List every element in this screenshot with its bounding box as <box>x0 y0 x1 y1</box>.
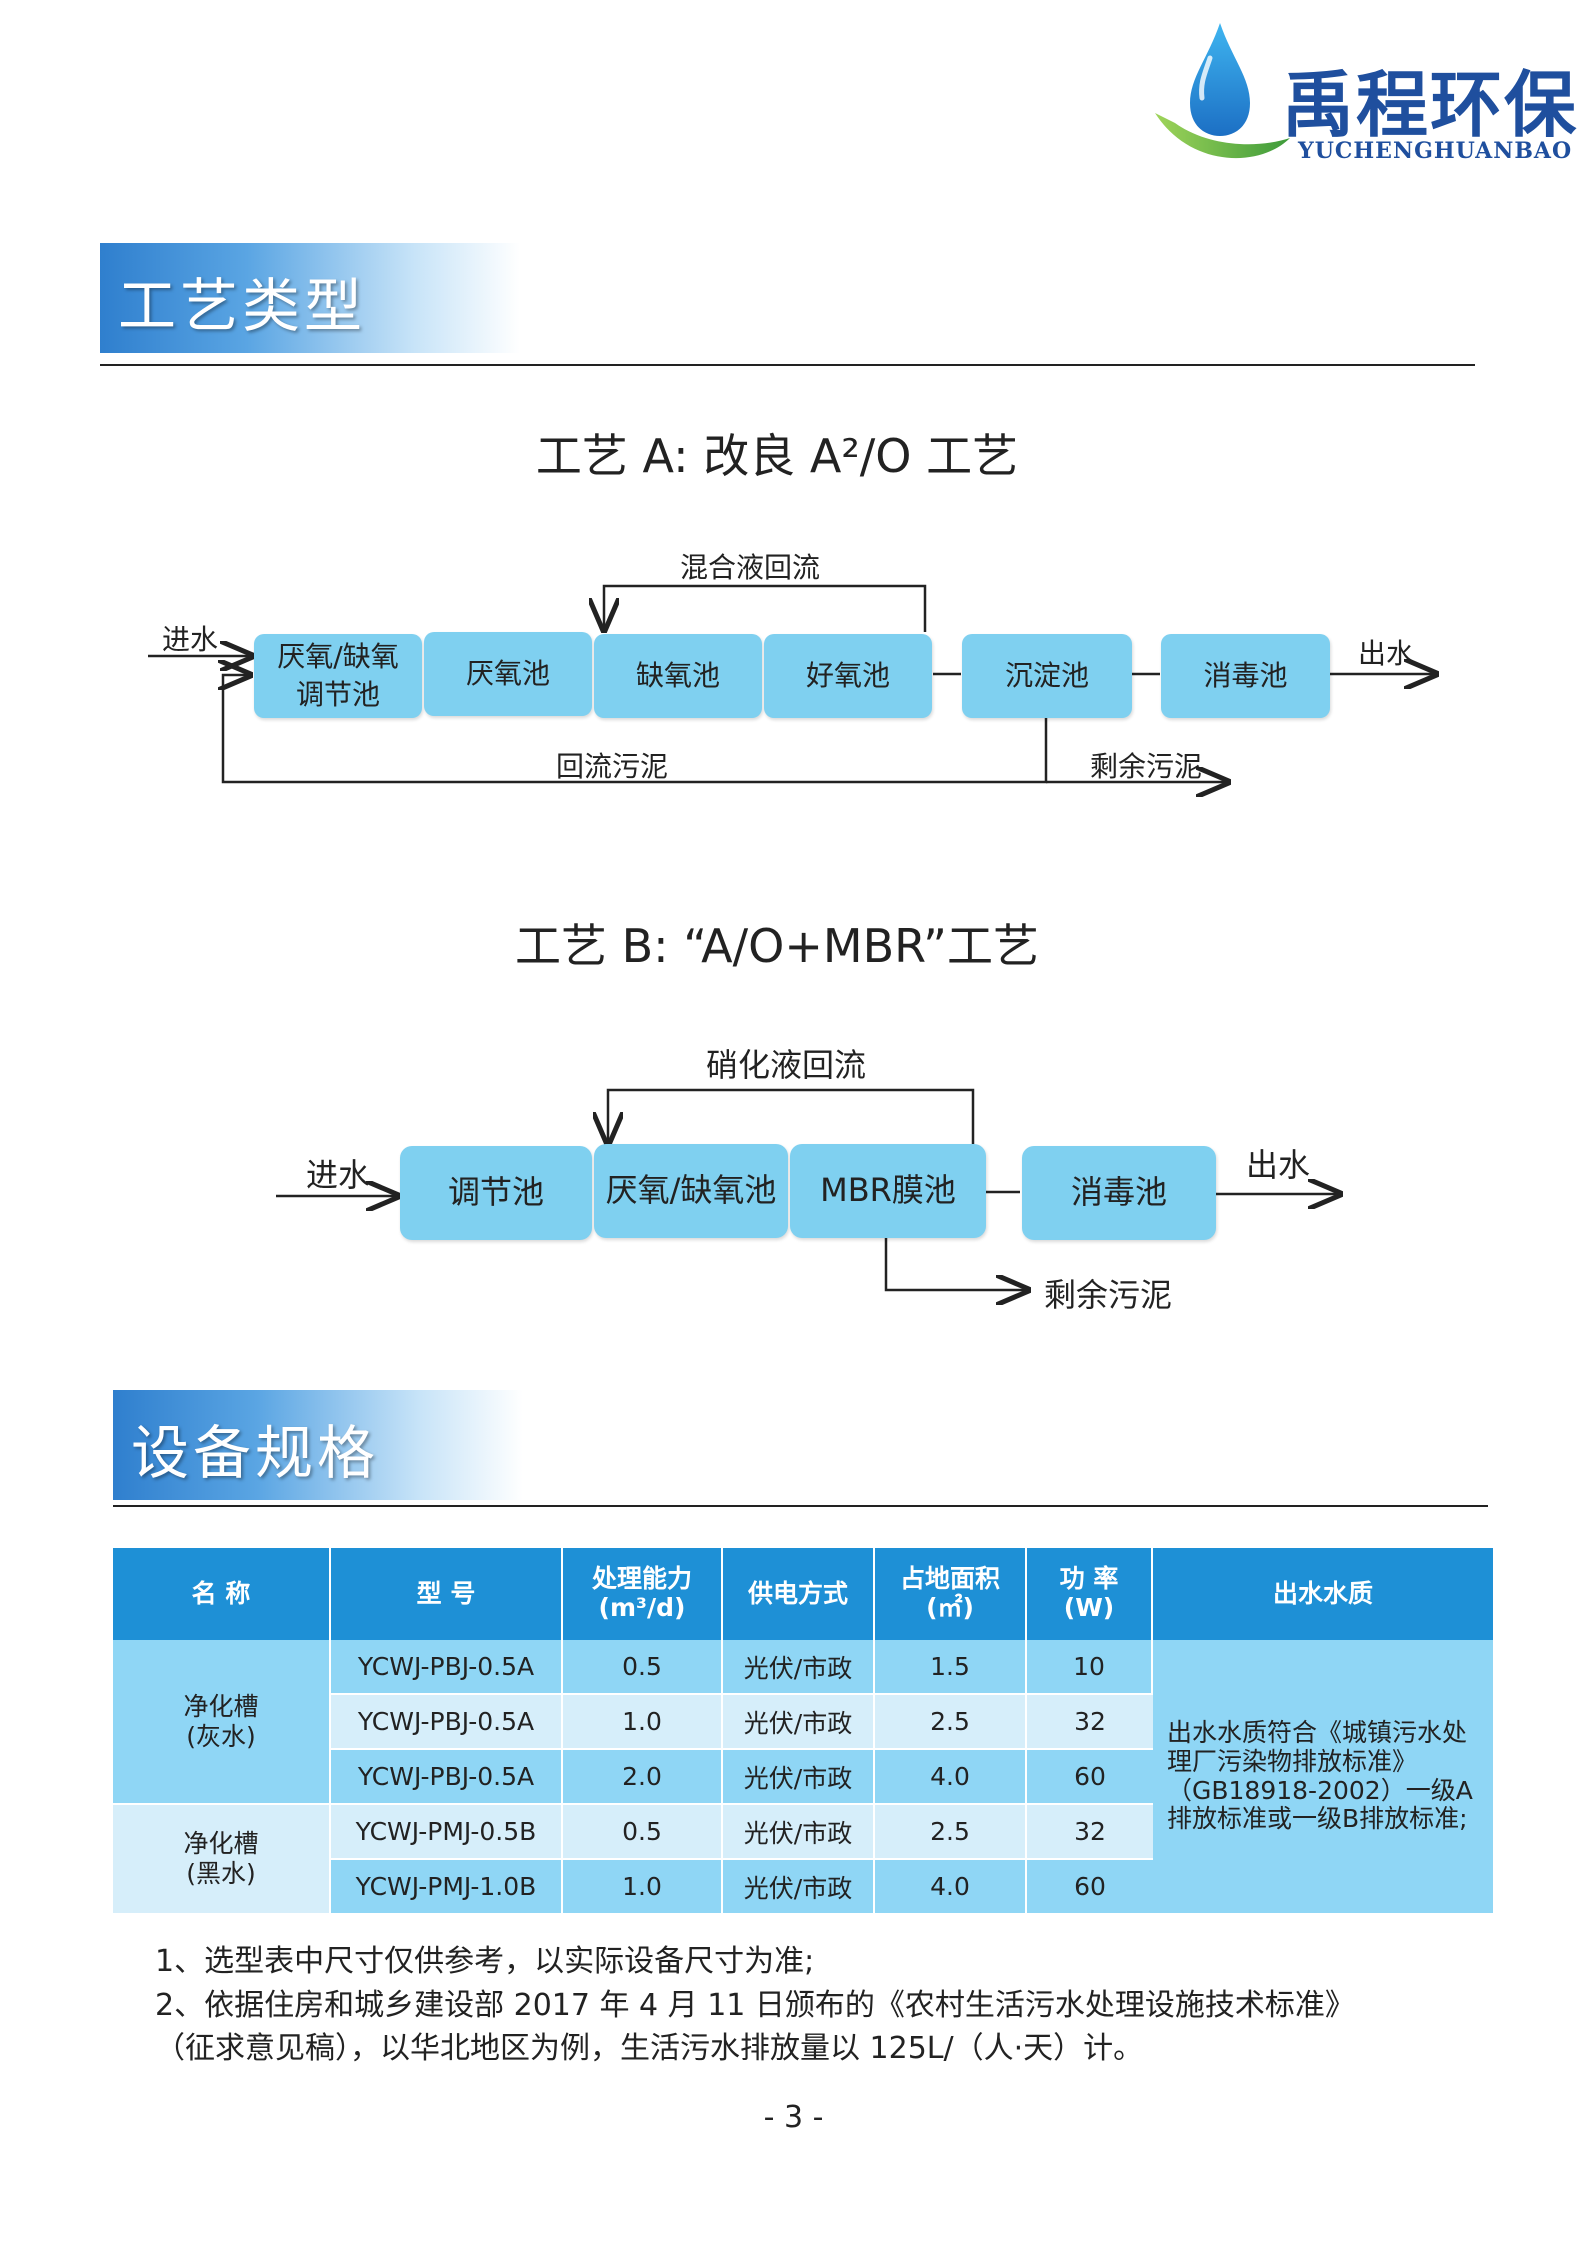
logo-name-en: YUCHENGHUANBAO <box>1298 138 1573 164</box>
category-greywater: 净化槽 (灰水) <box>113 1640 331 1805</box>
page-number: - 3 - <box>763 2100 824 2135</box>
process-b-unit-regulating-tank: 调节池 <box>400 1146 592 1240</box>
header-power: 功 率 (W) <box>1027 1548 1153 1640</box>
process-b-unit-mbr-tank: MBR膜池 <box>790 1144 986 1238</box>
cell-power: 60 <box>1027 1860 1153 1915</box>
process-a-unit-anaerobic-tank: 厌氧池 <box>424 632 592 716</box>
process-a-recycle-label: 混合液回流 <box>680 551 821 584</box>
header-name: 名 称 <box>113 1548 331 1640</box>
cell-floor-area: 2.5 <box>875 1695 1027 1750</box>
cell-capacity: 1.0 <box>563 1695 723 1750</box>
footnote-1: 1、选型表中尺寸仅供参考，以实际设备尺寸为准; <box>155 1944 815 1979</box>
section-banner-process-types: 工艺类型 <box>100 243 520 353</box>
process-b-outlet-label: 出水 <box>1246 1146 1311 1184</box>
header-power-supply: 供电方式 <box>723 1548 875 1640</box>
process-b-unit-anoxic-tank: 厌氧/缺氧池 <box>594 1144 788 1238</box>
process-a-unit-regulating-tank: 厌氧/缺氧 调节池 <box>254 634 422 718</box>
process-a-unit-sedimentation-tank: 沉淀池 <box>962 634 1132 718</box>
cell-power: 32 <box>1027 1805 1153 1860</box>
process-a-unit-anoxic-tank: 缺氧池 <box>594 634 762 718</box>
process-a-unit-aerobic-tank: 好氧池 <box>764 634 932 718</box>
table-row: 净化槽 (灰水) YCWJ-PBJ-0.5A 0.5 光伏/市政 1.5 10 … <box>113 1640 1493 1915</box>
logo-name-cn: 禹程环保 <box>1282 62 1579 147</box>
footnote-3: （征求意见稿），以华北地区为例，生活污水排放量以 125L/（人·天）计。 <box>155 2031 1144 2066</box>
cell-floor-area: 4.0 <box>875 1750 1027 1805</box>
process-a-outlet-label: 出水 <box>1358 637 1415 670</box>
cell-power-supply: 光伏/市政 <box>723 1750 875 1805</box>
cell-power: 32 <box>1027 1695 1153 1750</box>
cell-capacity: 0.5 <box>563 1640 723 1695</box>
cell-power-supply: 光伏/市政 <box>723 1805 875 1860</box>
section-title: 工艺类型 <box>118 272 367 340</box>
divider <box>113 1505 1488 1507</box>
process-b-recycle-label: 硝化液回流 <box>706 1046 867 1084</box>
cell-power-supply: 光伏/市政 <box>723 1640 875 1695</box>
category-blackwater: 净化槽 (黑水) <box>113 1805 331 1915</box>
process-b-title: 工艺 B: “A/O+MBR”工艺 <box>514 919 1039 973</box>
process-a-unit-disinfection-tank: 消毒池 <box>1161 634 1330 718</box>
cell-power: 60 <box>1027 1750 1153 1805</box>
cell-model: YCWJ-PBJ-0.5A <box>331 1750 563 1805</box>
table-row: 净化槽 (黑水) YCWJ-PMJ-0.5B 0.5 光伏/市政 2.5 32 <box>113 1805 1493 1915</box>
cell-capacity: 2.0 <box>563 1750 723 1805</box>
process-a-excess-sludge-label: 剩余污泥 <box>1090 750 1203 783</box>
process-b-inlet-label: 进水 <box>306 1156 371 1194</box>
cell-power-supply: 光伏/市政 <box>723 1860 875 1915</box>
cell-capacity: 1.0 <box>563 1860 723 1915</box>
cell-model: YCWJ-PBJ-0.5A <box>331 1695 563 1750</box>
cell-capacity: 0.5 <box>563 1805 723 1860</box>
header-floor-area: 占地面积 (㎡) <box>875 1548 1027 1640</box>
process-a-inlet-label: 进水 <box>162 623 219 656</box>
cell-power: 10 <box>1027 1640 1153 1695</box>
footnote-2: 2、依据住房和城乡建设部 2017 年 4 月 11 日颁布的《农村生活污水处理… <box>155 1987 1355 2023</box>
cell-model: YCWJ-PMJ-1.0B <box>331 1860 563 1915</box>
table-row: YCWJ-PBJ-0.5A 2.0 光伏/市政 4.0 60 <box>113 1750 1493 1805</box>
water-drop-leaf-icon <box>1155 23 1290 159</box>
process-b-excess-sludge-label: 剩余污泥 <box>1044 1276 1173 1314</box>
company-logo: 禹程环保 YUCHENGHUANBAO <box>1150 18 1576 168</box>
process-a-return-sludge-label: 回流污泥 <box>556 750 669 783</box>
cell-floor-area: 1.5 <box>875 1640 1027 1695</box>
table-row: YCWJ-PMJ-1.0B 1.0 光伏/市政 4.0 60 <box>113 1860 1493 1915</box>
cell-floor-area: 4.0 <box>875 1860 1027 1915</box>
process-a-title: 工艺 A: 改良 A²/O 工艺 <box>535 429 1019 483</box>
header-effluent-quality: 出水水质 <box>1153 1548 1493 1640</box>
header-model: 型 号 <box>331 1548 563 1640</box>
table-row: YCWJ-PBJ-0.5A 1.0 光伏/市政 2.5 32 <box>113 1695 1493 1750</box>
cell-floor-area: 2.5 <box>875 1805 1027 1860</box>
section-banner-equipment-specs: 设备规格 <box>113 1390 523 1500</box>
process-b-unit-disinfection-tank: 消毒池 <box>1022 1146 1216 1240</box>
cell-model: YCWJ-PBJ-0.5A <box>331 1640 563 1695</box>
footnotes: 1、选型表中尺寸仅供参考，以实际设备尺寸为准; 2、依据住房和城乡建设部 201… <box>155 1940 1355 2071</box>
cell-effluent-quality: 出水水质符合《城镇污水处理厂污染物排放标准》（GB18918-2002）一级A排… <box>1153 1640 1493 1915</box>
cell-power-supply: 光伏/市政 <box>723 1695 875 1750</box>
header-capacity: 处理能力 (m³/d) <box>563 1548 723 1640</box>
cell-model: YCWJ-PMJ-0.5B <box>331 1805 563 1860</box>
section-title: 设备规格 <box>131 1419 380 1487</box>
table-header-row: 名 称 型 号 处理能力 (m³/d) 供电方式 占地面积 (㎡) 功 率 (W… <box>113 1548 1493 1640</box>
divider <box>100 364 1475 366</box>
spec-table: 名 称 型 号 处理能力 (m³/d) 供电方式 占地面积 (㎡) 功 率 (W… <box>113 1548 1493 1915</box>
